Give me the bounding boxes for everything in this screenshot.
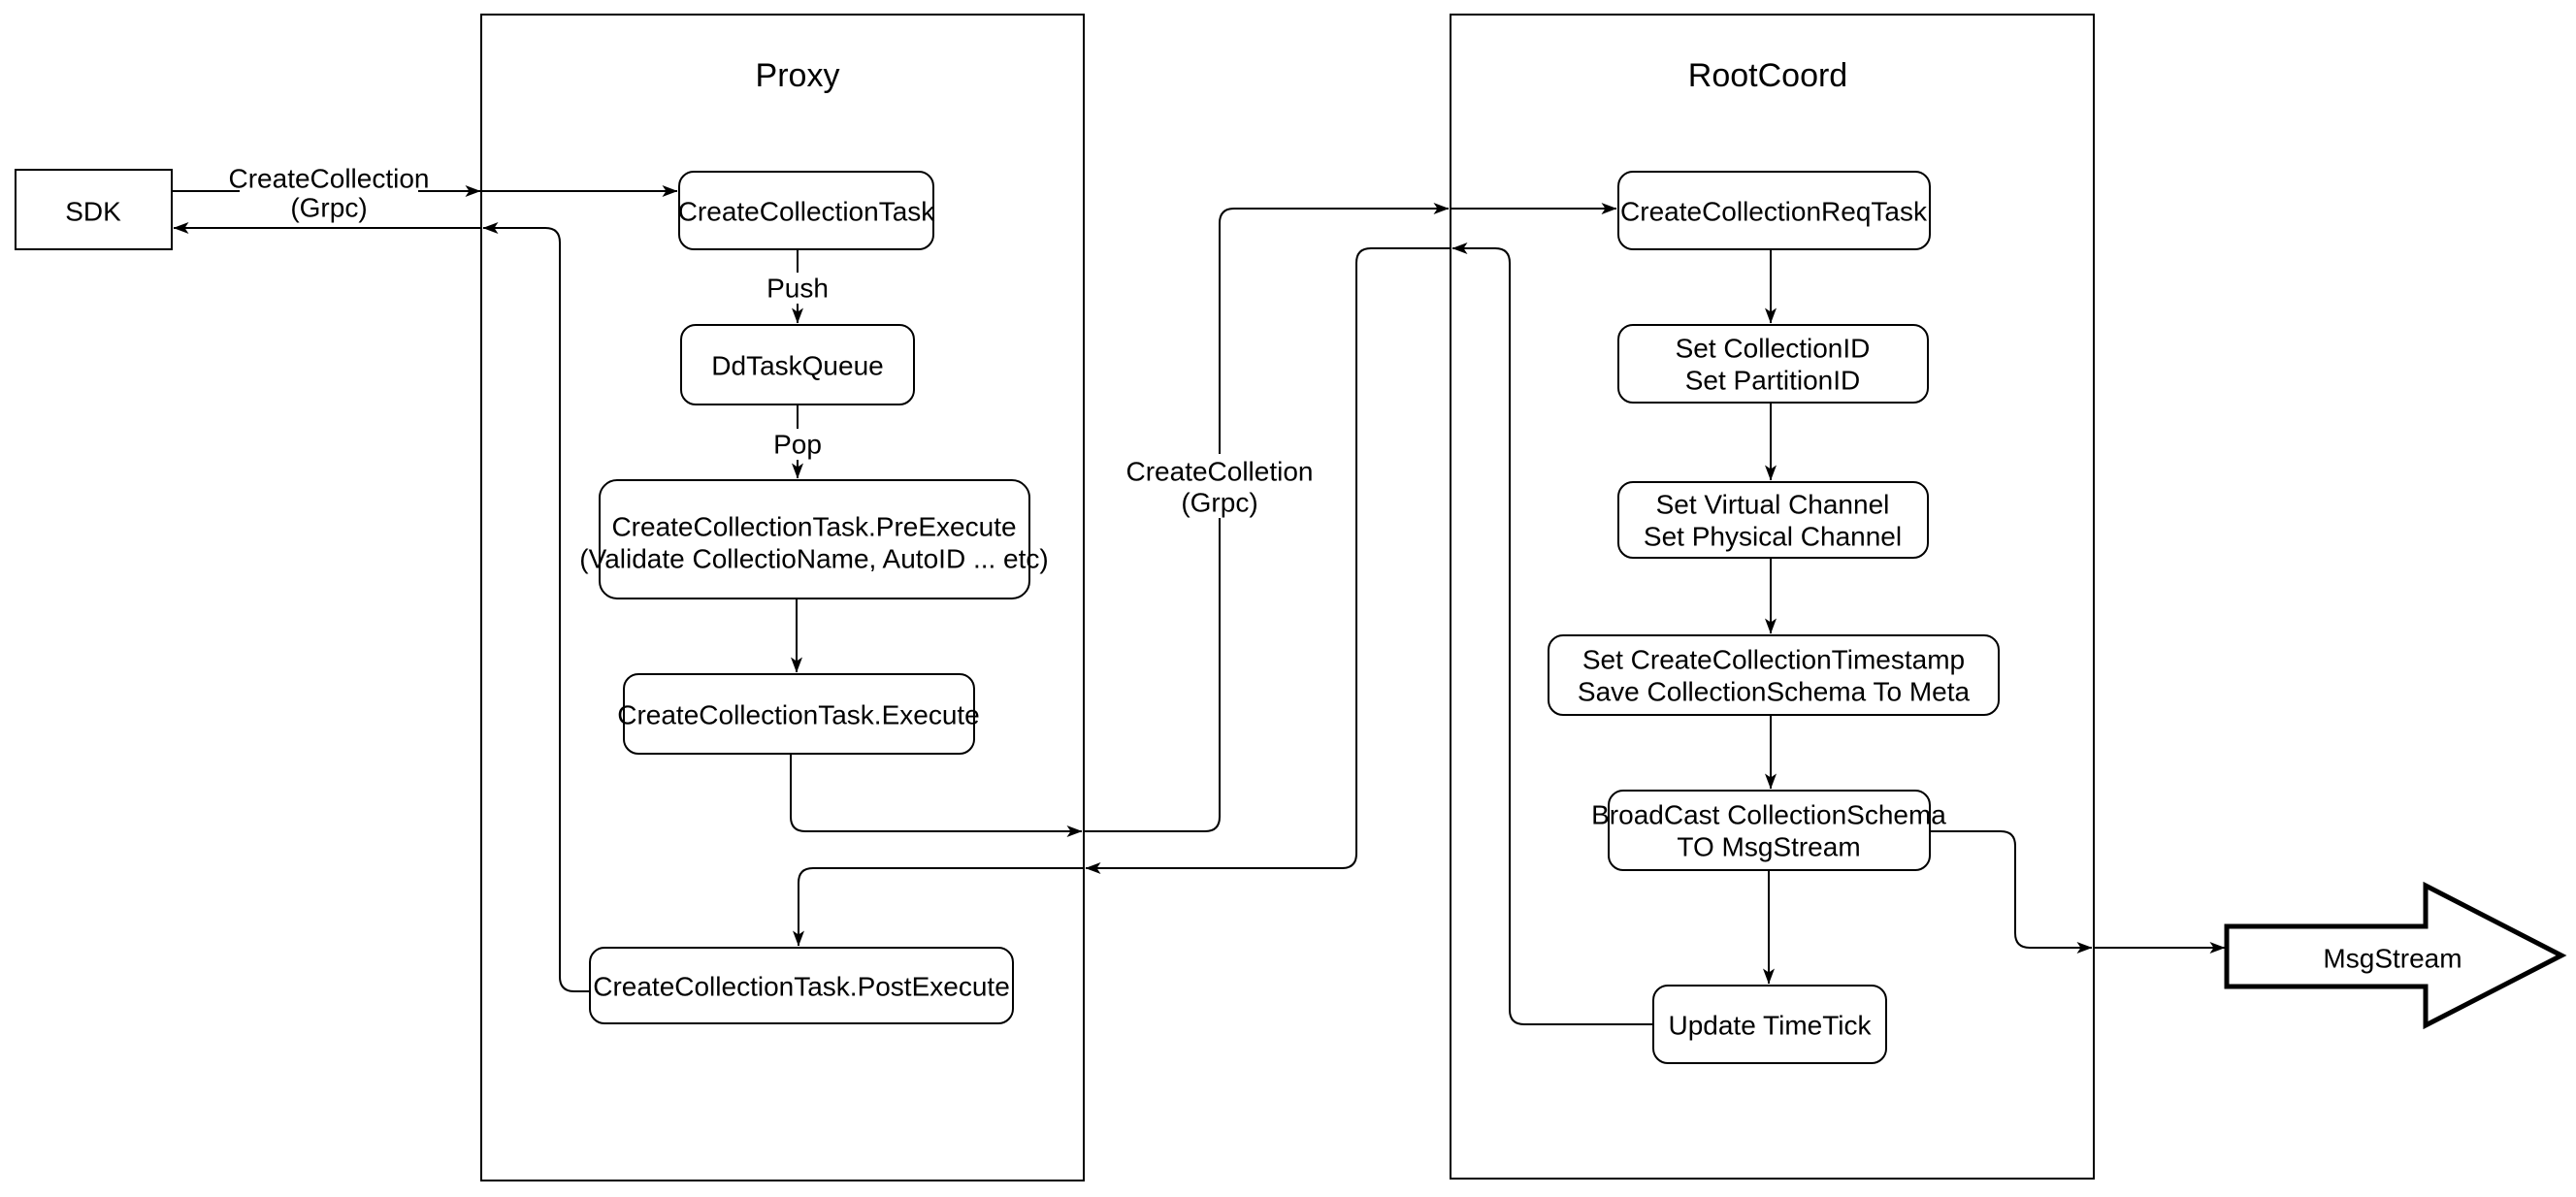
edge-updatetimetick-to-rootcoord-border xyxy=(1451,243,1653,1025)
node-create-collection-task xyxy=(678,171,934,250)
edge-execute-to-proxy-border xyxy=(790,754,1083,837)
node-broadcast xyxy=(1608,790,1931,871)
node-set-channels xyxy=(1617,481,1929,559)
node-execute-label: CreateCollectionTask.Execute xyxy=(617,700,980,730)
msgstream-arrow-shape xyxy=(2224,881,2567,1030)
node-set-timestamp xyxy=(1548,634,2000,716)
proxy-title: Proxy xyxy=(756,57,840,94)
edge-border-to-postexecute xyxy=(793,867,1084,947)
edge-grpc-up-to-rootcoord-border xyxy=(1084,203,1450,832)
sdk-label: SDK xyxy=(65,197,121,227)
internal-rpc-label-bg xyxy=(1131,454,1308,518)
node-execute xyxy=(623,673,975,755)
sdk-request-label-line1: CreateCollection xyxy=(229,164,430,194)
sdk-node xyxy=(15,169,173,250)
node-dd-task-queue-label: DdTaskQueue xyxy=(711,351,883,381)
edge-return-down-to-proxy-border xyxy=(1085,247,1451,874)
edge-postexecute-to-proxy-border xyxy=(482,222,590,992)
node-set-timestamp-line1: Set CreateCollectionTimestamp xyxy=(1582,645,1965,675)
pop-label-bg xyxy=(767,429,828,460)
edge-broadcast-to-rootcoord-border xyxy=(1930,830,2093,954)
node-pre-execute-line2: (Validate CollectioName, AutoID ... etc) xyxy=(579,544,1048,574)
node-pre-execute xyxy=(599,479,1030,599)
msgstream-label: MsgStream xyxy=(2323,944,2462,974)
pop-label: Pop xyxy=(773,430,822,460)
node-set-timestamp-line2: Save CollectionSchema To Meta xyxy=(1578,677,1971,707)
node-set-collection-id-line1: Set CollectionID xyxy=(1676,334,1871,364)
internal-rpc-label-line2: (Grpc) xyxy=(1181,488,1257,518)
node-set-channels-line1: Set Virtual Channel xyxy=(1656,490,1890,520)
node-create-collection-req-task xyxy=(1617,171,1931,250)
rootcoord-title: RootCoord xyxy=(1688,57,1847,94)
node-set-collection-id xyxy=(1617,324,1929,404)
node-broadcast-line2: TO MsgStream xyxy=(1677,832,1860,862)
node-set-channels-line2: Set Physical Channel xyxy=(1644,522,1902,552)
push-label-bg xyxy=(764,273,831,304)
sdk-request-label-line2: (Grpc) xyxy=(290,193,367,223)
sdk-request-label-bg xyxy=(240,159,418,223)
node-update-timetick-label: Update TimeTick xyxy=(1668,1011,1872,1041)
push-label: Push xyxy=(766,274,829,304)
node-dd-task-queue xyxy=(680,324,915,405)
node-post-execute xyxy=(589,947,1014,1024)
node-create-collection-req-task-label: CreateCollectionReqTask xyxy=(1620,197,1928,227)
node-set-collection-id-line2: Set PartitionID xyxy=(1685,366,1861,396)
node-pre-execute-line1: CreateCollectionTask.PreExecute xyxy=(611,512,1016,542)
node-post-execute-label: CreateCollectionTask.PostExecute xyxy=(593,972,1010,1002)
node-update-timetick xyxy=(1652,985,1887,1064)
node-create-collection-task-label: CreateCollectionTask xyxy=(678,197,936,227)
internal-rpc-label-line1: CreateColletion xyxy=(1126,457,1314,487)
node-broadcast-line1: BroadCast CollectionSchema xyxy=(1591,800,1946,830)
